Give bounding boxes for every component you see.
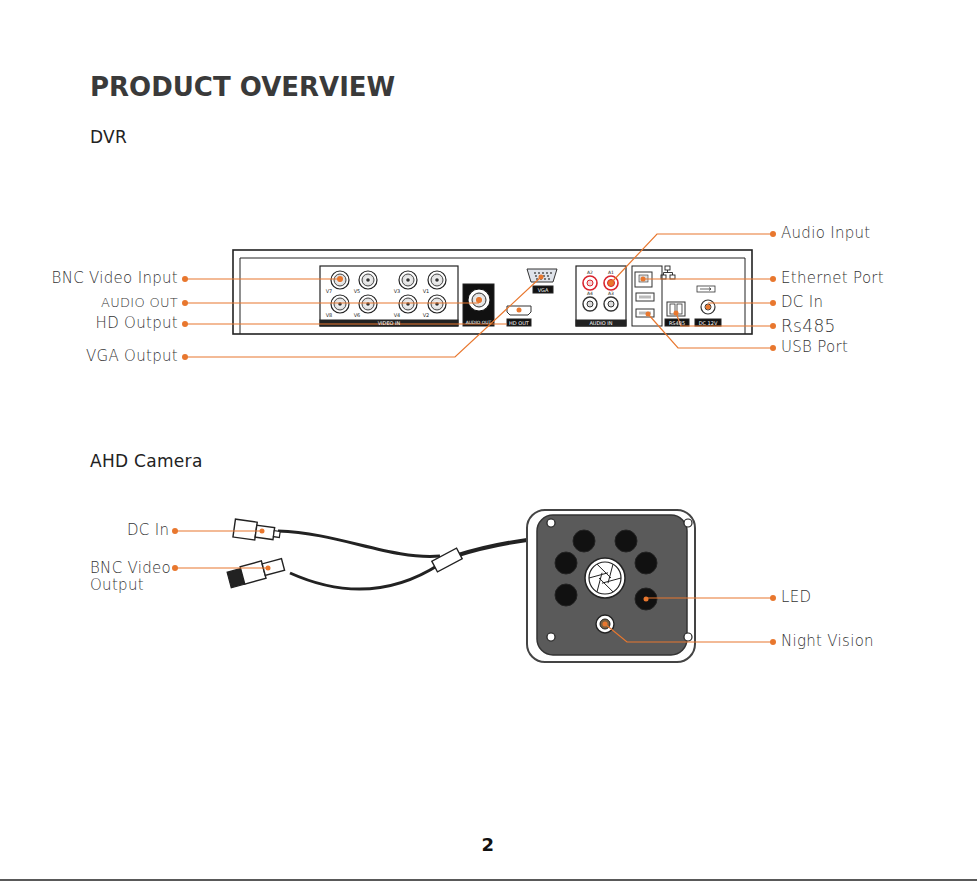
callout-label: BNC Video Input [52, 270, 178, 287]
callout-label: DC In [127, 522, 169, 539]
callout-label: AUDIO OUT [101, 296, 178, 311]
ahd-camera [527, 510, 695, 662]
panel-label: AUDIO OUT [466, 320, 492, 325]
panel-label: VGA [538, 287, 549, 292]
port-label: V4 [394, 313, 401, 318]
panel-label: VIDEO IN [378, 321, 401, 326]
leader-lines [175, 234, 773, 642]
section-heading: AHD Camera [90, 452, 203, 472]
camera-cable [227, 519, 527, 589]
port-label: V8 [326, 313, 333, 318]
panel-label: AUDIO IN [589, 321, 612, 326]
callout-label: HD Output [96, 315, 178, 332]
callout-label: Ethernet Port [781, 270, 884, 287]
panel-label: DC 12V [699, 320, 718, 325]
port-label: V5 [354, 289, 361, 294]
callout-label: LED [781, 589, 811, 606]
page-title: PRODUCT OVERVIEW [90, 73, 395, 103]
port-label: V3 [394, 289, 401, 294]
port-label: A1 [608, 271, 614, 276]
callout-label: Rs485 [781, 317, 836, 337]
port-label: V2 [423, 313, 430, 318]
section-heading: DVR [90, 128, 127, 148]
leader-dots [172, 231, 776, 645]
callout-label: Night Vision [781, 633, 874, 650]
callout-label: Audio Input [781, 225, 871, 242]
panel-label: HD OUT [509, 320, 529, 325]
port-label: A2 [587, 271, 593, 276]
callout-label: VGA Output [86, 348, 178, 365]
panel-label: RS485 [669, 320, 685, 325]
port-label: V1 [423, 289, 430, 294]
bnc-connectors [331, 271, 446, 313]
port-label: A4 [587, 292, 593, 297]
port-label: A3 [608, 292, 614, 297]
page-number: 2 [482, 835, 495, 856]
port-label: V6 [354, 313, 361, 318]
callout-label: BNC Video Output [90, 560, 172, 595]
port-label: V7 [326, 289, 333, 294]
callout-label: USB Port [781, 339, 848, 356]
footer-rule [0, 879, 977, 881]
callout-label: DC In [781, 294, 823, 311]
